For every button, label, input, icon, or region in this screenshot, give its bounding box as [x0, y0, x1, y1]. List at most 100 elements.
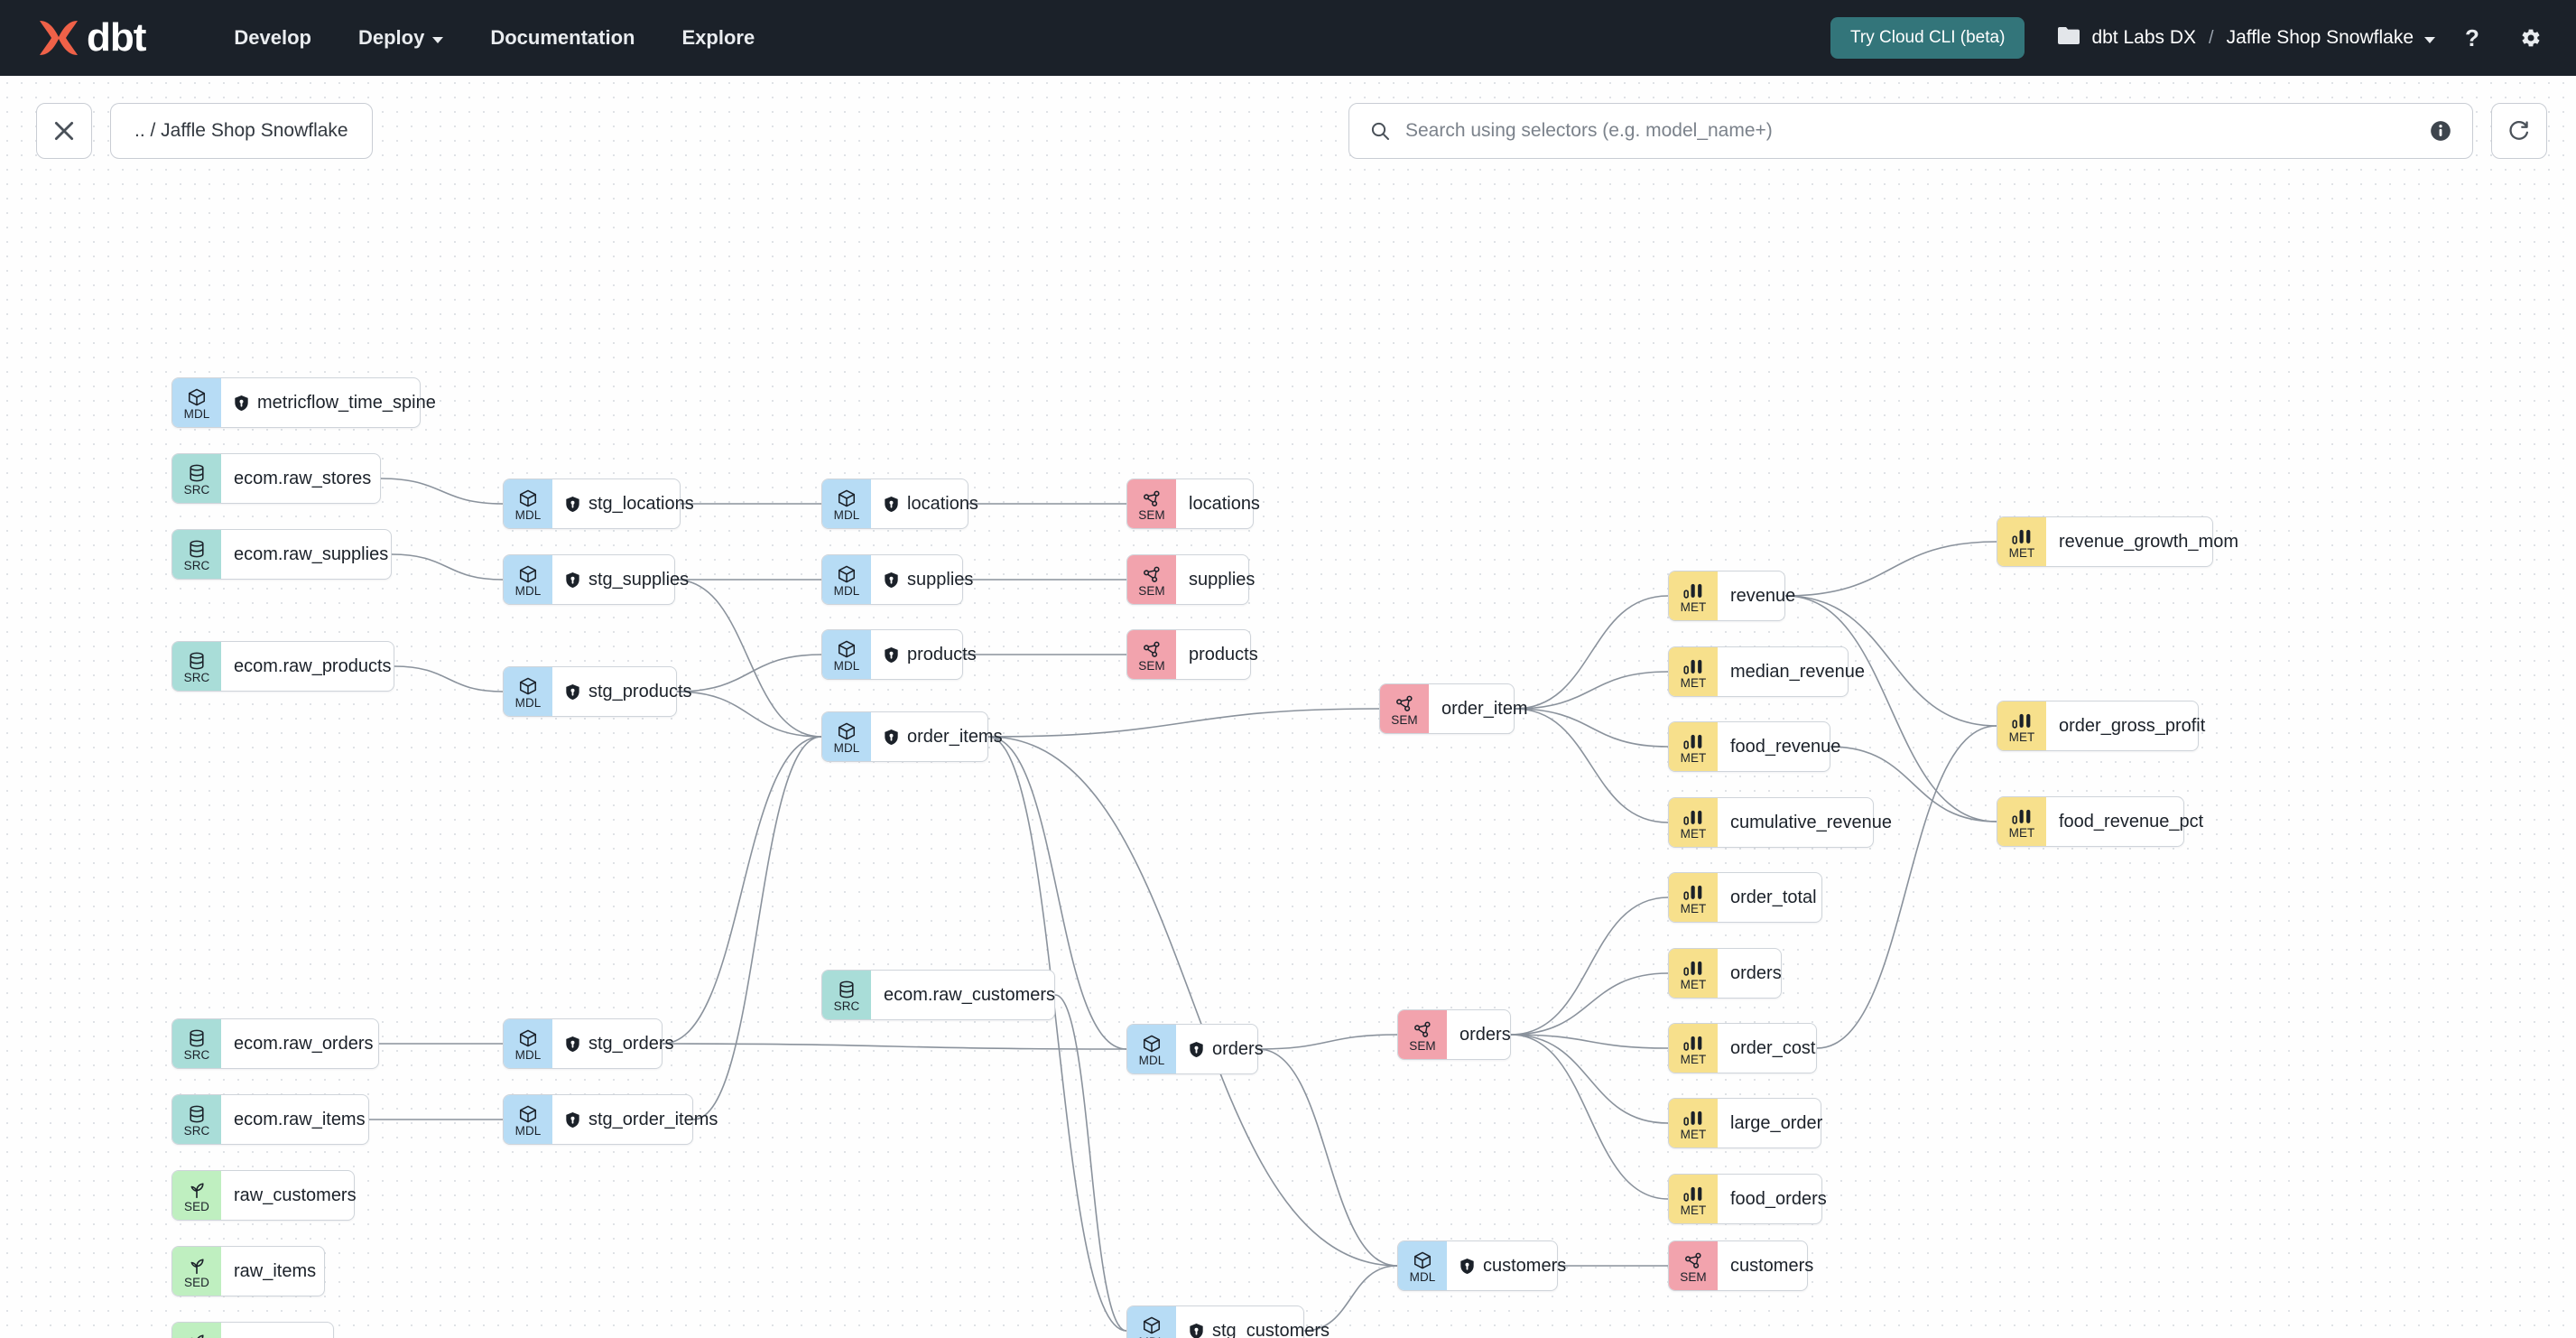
node-type-badge-met: MET [1669, 798, 1718, 847]
node-type-badge-mdl: MDL [504, 555, 552, 604]
folder-icon [2057, 25, 2080, 51]
node-name: ecom.raw_supplies [234, 544, 389, 564]
search-input[interactable] [1404, 119, 2429, 143]
close-graph-button[interactable] [36, 103, 92, 159]
node-type-badge-mdl: MDL [822, 479, 871, 528]
node-type-badge-met: MET [1669, 647, 1718, 696]
contract-shield-icon [234, 395, 249, 412]
nav-right-cluster: Try Cloud CLI (beta) dbt Labs DX / Jaffl… [1830, 17, 2551, 59]
cube-icon [1142, 1315, 1162, 1335]
nav-link-documentation[interactable]: Documentation [467, 17, 658, 59]
help-button[interactable]: ? [2451, 17, 2493, 59]
node-type-badge-met: MET [1669, 1175, 1718, 1223]
breadcrumb[interactable]: .. / Jaffle Shop Snowflake [110, 103, 373, 159]
node-type-badge-src: SRC [172, 530, 221, 579]
close-icon [54, 121, 74, 141]
node-name: products [1189, 644, 1258, 664]
node-type-badge-sem: SEM [1398, 1010, 1447, 1059]
node-label-wrap: cumulative_revenue [1718, 798, 1907, 847]
node-type-badge-met: MET [1997, 517, 2046, 566]
seedling-icon [187, 1256, 207, 1276]
settings-button[interactable] [2509, 17, 2551, 59]
node-type-label: MET [1680, 600, 1707, 615]
node-label-wrap: order_items [871, 712, 1018, 761]
node-type-label: MDL [1409, 1270, 1436, 1285]
graph-node-met_revenue_growth_mom[interactable]: MET revenue_growth_mom [1997, 516, 2238, 567]
info-icon[interactable] [2429, 119, 2452, 143]
contract-shield-icon [884, 571, 899, 589]
nav-link-explore[interactable]: Explore [658, 17, 778, 59]
account-name[interactable]: dbt Labs DX [2091, 27, 2197, 48]
node-type-label: MET [1680, 1128, 1707, 1142]
node-type-badge-met: MET [1669, 571, 1718, 620]
node-label-wrap: orders [1447, 1010, 1526, 1059]
contract-shield-icon [565, 496, 580, 513]
chevron-down-icon [432, 36, 444, 43]
try-cloud-cli-button[interactable]: Try Cloud CLI (beta) [1830, 17, 2025, 59]
svg-text:?: ? [2465, 25, 2479, 51]
node-type-label: MET [1680, 751, 1707, 766]
node-label-wrap: large_order [1718, 1099, 1838, 1148]
node-type-badge-sed: SED [172, 1247, 221, 1296]
nav-link-explore-label: Explore [681, 26, 755, 49]
database-icon [187, 1028, 207, 1048]
bar-chart-icon [1682, 1184, 1704, 1203]
graph-node-sem_products[interactable]: SEM products [1126, 629, 1258, 680]
node-type-label: SEM [1138, 659, 1165, 674]
node-name: orders [1730, 962, 1782, 983]
contract-shield-icon [565, 683, 580, 701]
node-label-wrap: ecom.raw_stores [221, 454, 386, 503]
dbt-logo[interactable]: dbt [36, 18, 146, 58]
node-name: revenue_growth_mom [2059, 531, 2238, 552]
refresh-button[interactable] [2491, 103, 2547, 159]
graph-toolbar: .. / Jaffle Shop Snowflake [0, 76, 2576, 159]
search-icon [1371, 122, 1389, 140]
search-bar[interactable] [1348, 103, 2473, 159]
graph-node-src_raw_supplies[interactable]: SRC ecom.raw_supplies [171, 529, 392, 580]
nav-link-develop[interactable]: Develop [210, 17, 335, 59]
nav-link-deploy[interactable]: Deploy [335, 17, 467, 59]
node-type-label: MDL [1139, 1336, 1165, 1338]
bar-chart-icon [2011, 711, 2033, 730]
project-selector[interactable]: Jaffle Shop Snowflake [2227, 27, 2435, 49]
node-type-badge-met: MET [1997, 797, 2046, 846]
